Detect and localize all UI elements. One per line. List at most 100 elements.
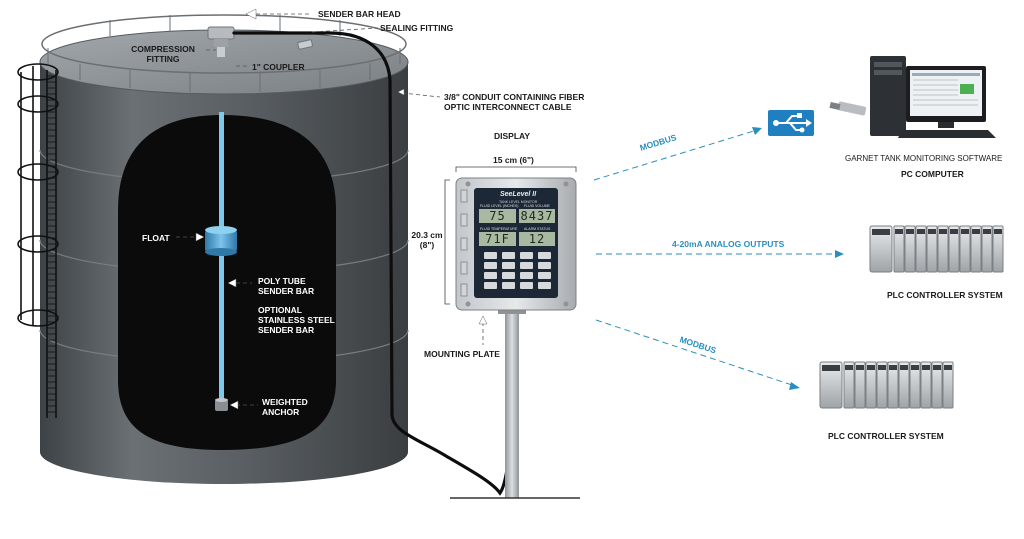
keypad-key [538,272,551,279]
keypad-key [484,252,497,259]
communication-links [593,129,838,387]
plc-io-module [865,361,877,409]
plc-power-module [869,225,893,273]
label-compression-line1: COMPRESSION [131,44,195,54]
plc-module-label [928,229,936,234]
keypad [484,252,551,289]
plc-module-label [983,229,991,234]
keypad-key [538,252,551,259]
caption-fluid-temperature: FLUID TEMPERATURE [480,227,518,231]
plc-io-module [876,361,888,409]
plc-rack-icon [819,361,954,409]
label-sender-bar-head: SENDER BAR HEAD [318,9,401,19]
plc-module-label [917,229,925,234]
label-poly-tube: POLY TUBE SENDER BAR [258,276,314,296]
plc-io-module [981,225,993,273]
display-subtitle: TANK LEVEL MONITOR [499,200,538,204]
label-width-dimension: 15 cm (6") [493,155,534,165]
label-pc-computer: PC COMPUTER [901,169,964,179]
lcd-value-fluid-level: 75 [489,209,506,223]
display-brand: SeeLevel II [500,191,537,198]
label-weighted-anchor: WEIGHTED ANCHOR [262,397,308,417]
label-height-dimension: 20.3 cm (8") [410,230,444,250]
plc-module-label [961,229,969,234]
plc-io-module [915,225,927,273]
label-float: FLOAT [142,233,170,243]
label-display: DISPLAY [494,131,531,141]
mounting-pole [505,310,519,498]
label-poly-tube-line2: SENDER BAR [258,286,315,296]
label-conduit-line1: 3/8" CONDUIT CONTAINING FIBER [444,92,585,102]
pc-keyboard [898,130,996,138]
label-optional-sender: OPTIONAL STAINLESS STEEL SENDER BAR [258,305,335,335]
label-plc-top: PLC CONTROLLER SYSTEM [887,290,1003,300]
label-weighted-line1: WEIGHTED [262,397,308,407]
label-leaders [176,13,484,406]
lcd-alarm-status [519,232,555,246]
case-side-tabs [460,189,468,297]
link-label-analog: 4-20mA ANALOG OUTPUTS [672,239,785,249]
label-optional-line3: SENDER BAR [258,325,315,335]
keypad-key [502,282,515,289]
label-software: GARNET TANK MONITORING SOFTWARE [845,154,1003,163]
plc-io-module [898,361,910,409]
plc-io-module [926,225,938,273]
lcd-value-fluid-volume: 8437 [520,209,554,223]
label-poly-tube-line1: POLY TUBE [258,276,306,286]
plc-io-module [942,361,954,409]
caption-alarm-status: ALARM STATUS [524,227,551,231]
keypad-key [520,252,533,259]
label-sealing-fitting: SEALING FITTING [380,23,454,33]
poly-tube-sender-bar [219,112,224,404]
label-plc-bottom: PLC CONTROLLER SYSTEM [828,431,944,441]
leader-arrows [195,8,488,410]
plc-io-module [948,225,960,273]
caption-fluid-level: FLUID LEVEL (INCHES) [480,204,519,208]
plc-module-label [950,229,958,234]
pc-monitor-stand [938,122,954,128]
sender-bar-head [207,26,235,57]
plc-io-module [887,361,899,409]
label-compression-line2: FITTING [146,54,180,64]
label-optional-line1: OPTIONAL [258,305,302,315]
desktop-computer-icon [829,56,996,138]
ladder-rungs [47,75,56,413]
case-screws [465,181,569,307]
keypad-key [502,272,515,279]
lcd-fluid-temperature [479,232,516,246]
lcd-fluid-volume [519,209,555,223]
label-conduit: 3/8" CONDUIT CONTAINING FIBER OPTIC INTE… [444,92,584,112]
keypad-key [538,282,551,289]
lcd-value-fluid-temperature: 71F [485,232,510,246]
label-height-line1: 20.3 cm [411,230,443,240]
plc-power-module [819,361,843,409]
plc-module-label [944,365,952,370]
plc-module-label [911,365,919,370]
label-compression-fitting: COMPRESSION FITTING [118,44,208,64]
label-mounting-plate: MOUNTING PLATE [424,349,500,359]
plc-module-label [845,365,853,370]
keypad-key [520,282,533,289]
keypad-key [484,262,497,269]
roof-railing [41,14,407,74]
plc-module-label [922,365,930,370]
plc-module-label [906,229,914,234]
keypad-key [484,272,497,279]
plc-module-label [939,229,947,234]
keypad-key [538,262,551,269]
plc-io-module [970,225,982,273]
plc-io-module [854,361,866,409]
plc-io-module [931,361,943,409]
plc-io-module [893,225,905,273]
keypad-key [520,262,533,269]
label-coupler: 1" COUPLER [252,62,305,72]
caption-fluid-volume: FLUID VOLUME [524,204,550,208]
lcd-value-alarm-status: 12 [528,232,546,246]
keypad-key [520,272,533,279]
plc-module-label [994,229,1002,234]
plc-module-label [878,365,886,370]
plc-io-module [937,225,949,273]
label-height-line2: (8") [419,240,435,250]
